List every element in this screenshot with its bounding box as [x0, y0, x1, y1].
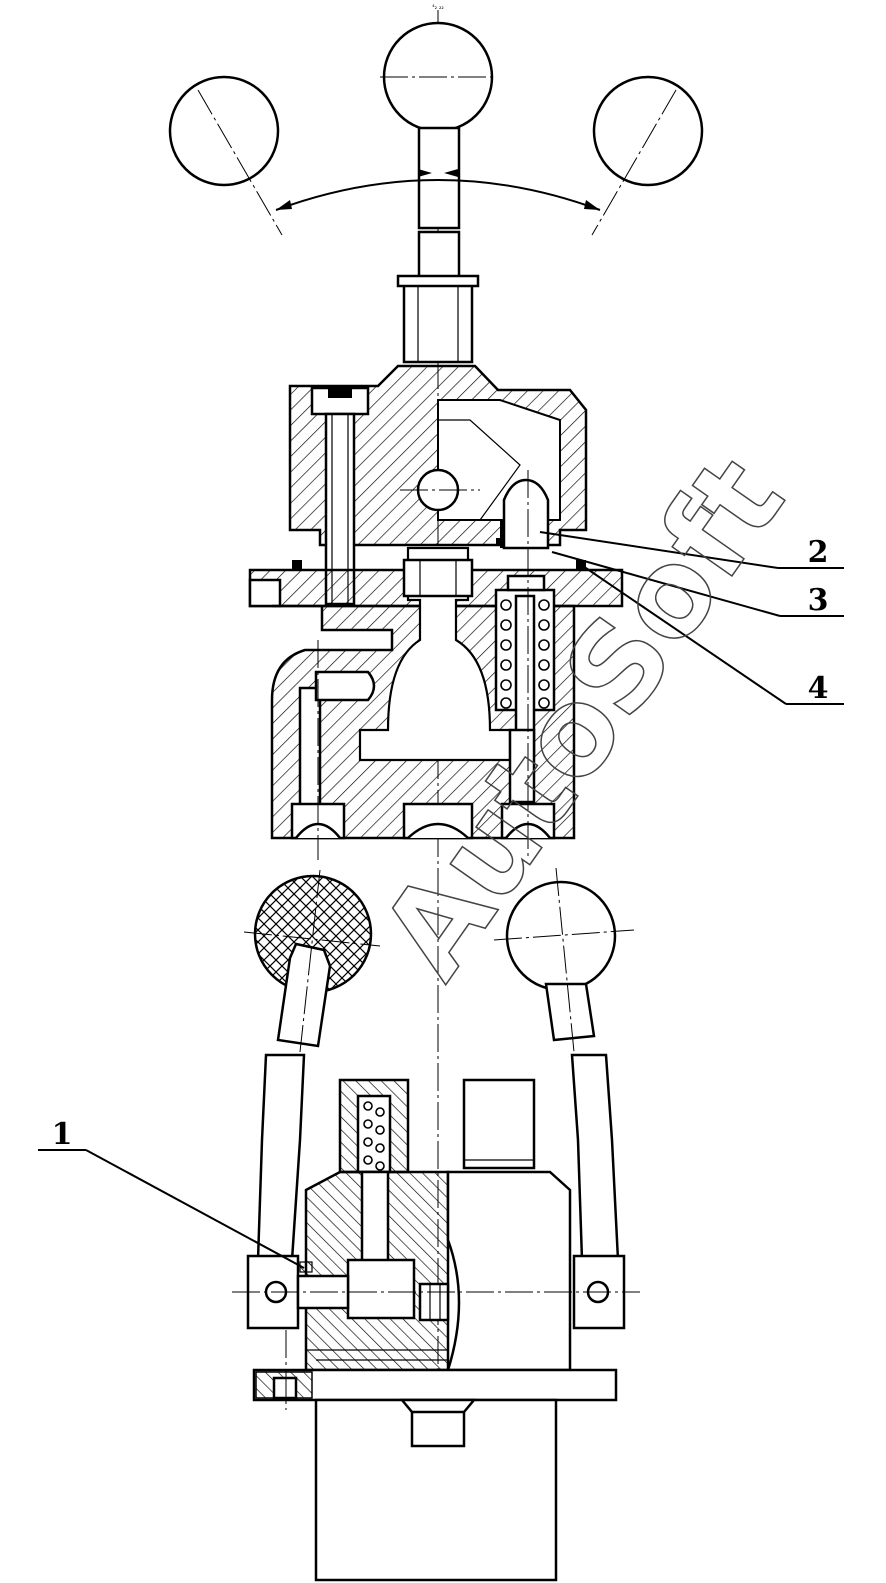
lower-knobs	[243, 867, 635, 1053]
label-2: 2	[808, 535, 829, 570]
callout-3: 3	[551, 551, 844, 618]
upper-valve-section	[248, 274, 624, 860]
callout-4: 4	[579, 563, 844, 706]
label-4: 4	[808, 671, 829, 706]
callout-1: 1	[38, 1117, 305, 1269]
label-3: 3	[808, 583, 829, 618]
top-knob-positions	[168, 10, 704, 1580]
callout-2: 2	[539, 531, 844, 570]
top-mark: ⁴₂ ₂₂	[432, 4, 444, 11]
label-1: 1	[52, 1117, 73, 1152]
lower-valve-assembly	[232, 1053, 640, 1582]
